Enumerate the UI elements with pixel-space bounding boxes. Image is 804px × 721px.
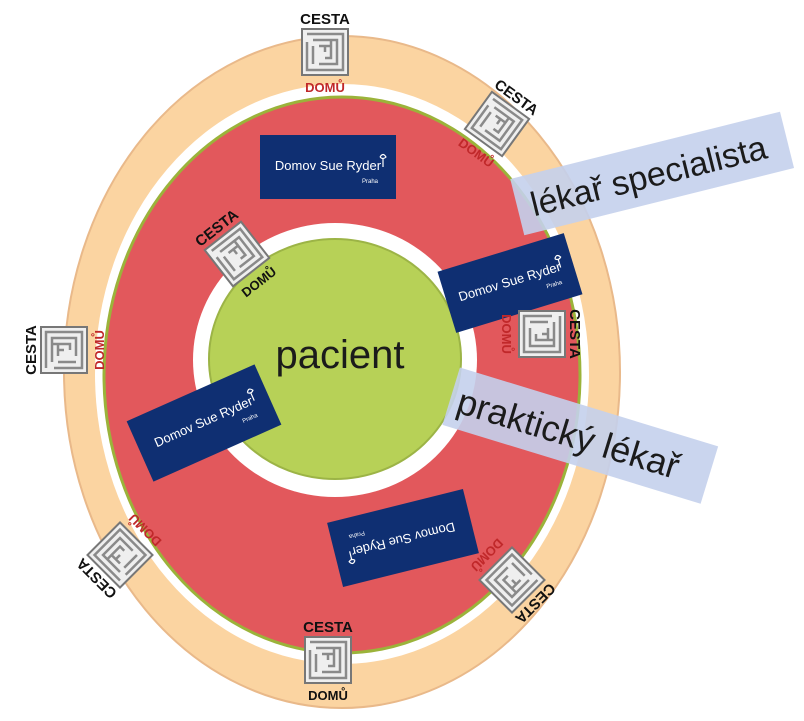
logo-top: Domov Sue Ryder Praha	[260, 135, 396, 199]
sue-ryder-flower-icon	[246, 388, 255, 401]
cesta-domu-badge-bottom: CESTA DOMŮ	[303, 619, 353, 703]
sue-ryder-flower-icon	[348, 551, 356, 565]
logo-top-bg	[260, 135, 396, 199]
specialist-banner-bg	[510, 111, 795, 236]
badge-top-text: CESTA	[303, 619, 353, 636]
gp-banner-bg	[442, 367, 719, 504]
cesta-domu-badge-top: CESTA DOMŮ	[300, 11, 350, 95]
sue-ryder-flower-icon	[379, 153, 387, 167]
badge-top-text: CESTA	[300, 11, 350, 28]
badge-top-text: CESTA	[566, 309, 583, 359]
maze-icon	[517, 309, 567, 359]
cesta-domu-badge-right: CESTA DOMŮ	[499, 309, 583, 359]
patient-label: pacient	[276, 333, 405, 377]
specialist-banner: lékař specialista	[510, 111, 795, 236]
badge-top-text: CESTA	[23, 325, 40, 375]
badge-bottom-text: DOMŮ	[308, 687, 348, 703]
maze-icon	[39, 325, 89, 375]
badge-bottom-text: DOMŮ	[305, 79, 345, 95]
logo-right-city: Praha	[546, 280, 564, 291]
logo-bottom-city: Praha	[348, 529, 366, 539]
badge-bottom-text: DOMŮ	[499, 314, 515, 354]
maze-icon	[300, 27, 350, 77]
logo-left: Domov Sue Ryder Praha	[126, 364, 282, 482]
sue-ryder-flower-icon	[554, 254, 562, 268]
logo-right-bg	[437, 233, 583, 333]
logo-right: Domov Sue Ryder Praha	[437, 233, 583, 333]
logo-top-name: Domov Sue Ryder	[275, 158, 382, 173]
cesta-domu-badge-left: CESTA DOMŮ	[23, 325, 107, 375]
badge-bottom-text: DOMŮ	[91, 330, 107, 370]
logo-bottom: Domov Sue Ryder Praha	[327, 489, 479, 587]
logo-left-bg	[126, 364, 282, 482]
maze-icon	[303, 635, 353, 685]
logo-bottom-bg	[327, 489, 479, 587]
logo-top-city: Praha	[362, 179, 379, 185]
